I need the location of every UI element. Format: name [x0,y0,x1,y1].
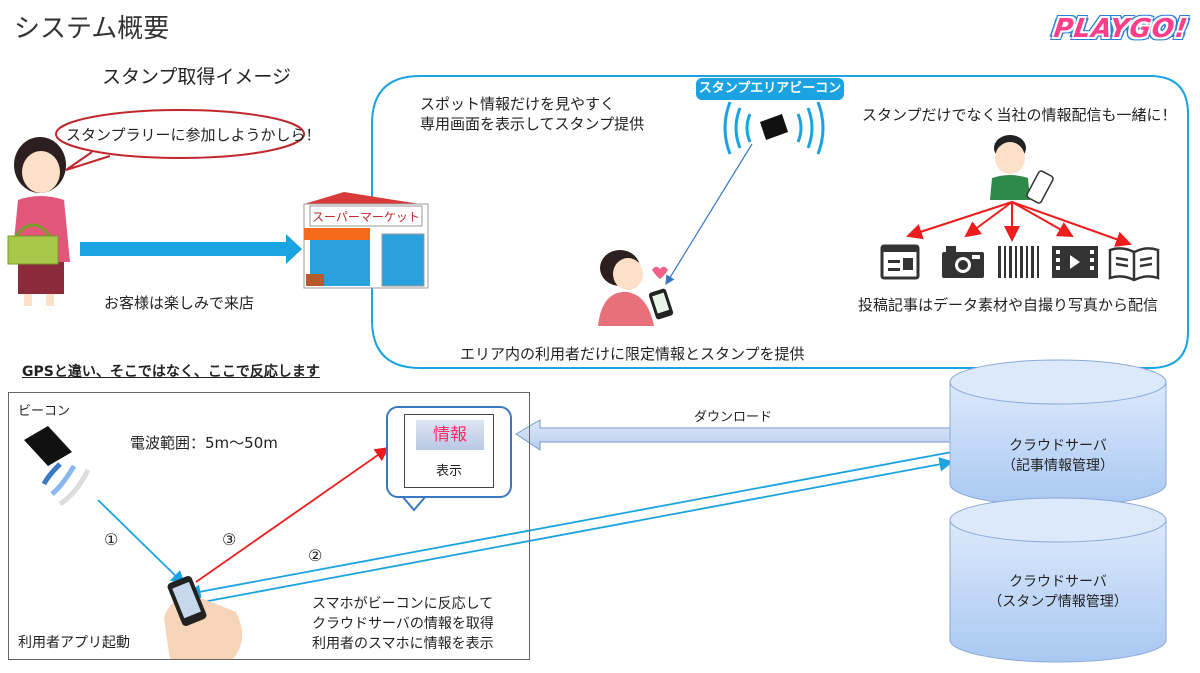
speech-bubble [55,109,305,171]
user-with-phone-illustration [598,250,674,326]
step2-arrow-to-server [191,457,954,605]
server-article-name: クラウドサーバ [1009,438,1107,454]
spot-text-line2: 専用画面を表示してスタンプ提供 [420,115,645,133]
server-article-role: （記事情報管理） [1002,458,1114,474]
beacon-device-icon [24,426,91,507]
step3-label: ③ [222,530,237,549]
display-label: 表示 [435,464,462,479]
customer-illustration [7,137,70,306]
app-launch-caption: 利用者アプリ起動 [18,635,130,651]
server-stamp-role: （スタンプ情報管理） [988,594,1128,610]
smartphone-illustration [164,576,243,660]
spot-text-line1: スポット情報だけを見やすく [420,95,616,113]
gps-heading: GPSと違い、そこではなく、ここで反応します [22,364,320,380]
company-text: スタンプだけでなく当社の情報配信も一緒に！ [862,106,1177,124]
step2-label: ② [308,546,323,565]
camera-icon [942,246,984,278]
cloud-server-article-cylinder [949,359,1167,507]
speech-bubble-text: スタンプラリーに参加しようかしら！ [66,126,321,144]
info-callout-tail [401,495,427,512]
beacon-to-user-arrow [665,143,753,286]
supermarket-illustration [303,192,429,289]
stamp-area-boundary [371,75,1189,369]
explanation-line3: 利用者のスマホに情報を表示 [312,636,494,652]
section-subtitle: スタンプ取得イメージ [102,66,292,88]
step1-label: ① [104,530,119,549]
server-stamp-label: クラウドサーバ （スタンプ情報管理） [950,572,1166,612]
visit-arrow [80,234,302,264]
spot-text: スポット情報だけを見やすく 専用画面を表示してスタンプ提供 [420,94,644,134]
book-icon [1108,247,1160,282]
distribution-arrows [906,201,1132,247]
explanation-line2: クラウドサーバの情報を取得 [312,616,494,632]
explanation-text: スマホがビーコンに反応して クラウドサーバの情報を取得 利用者のスマホに情報を表… [312,594,494,654]
cloud-server-stamp-cylinder [949,497,1167,663]
explanation-line1: スマホがビーコンに反応して [312,596,494,612]
video-icon [1052,246,1098,278]
stamp-area-beacon-icon [723,101,825,155]
stamp-area-beacon-label: スタンプエリアビーコン [696,78,844,100]
server-stamp-name: クラウドサーバ [1009,574,1107,590]
download-label: ダウンロード [694,410,773,425]
beacon-explanation-box [8,392,530,660]
step1-arrow [97,499,186,586]
range-text: 電波範囲：5m〜50m [130,434,278,452]
article-icon [880,244,920,280]
staff-illustration [990,135,1054,204]
post-caption: 投稿記事はデータ素材や自撮り写真から配信 [858,296,1159,314]
beacon-label: ビーコン [18,404,71,419]
page-title: システム概要 [14,14,170,44]
step2-arrow-to-phone [186,451,953,599]
info-label: 情報 [416,420,484,450]
server-article-label: クラウドサーバ （記事情報管理） [950,436,1166,476]
store-sign: スーパーマーケット [312,210,420,224]
step3-arrow [195,446,390,583]
customer-caption: お客様は楽しみで来店 [104,294,255,312]
area-caption: エリア内の利用者だけに限定情報とスタンプを提供 [460,345,805,363]
barcode-icon [998,246,1039,278]
